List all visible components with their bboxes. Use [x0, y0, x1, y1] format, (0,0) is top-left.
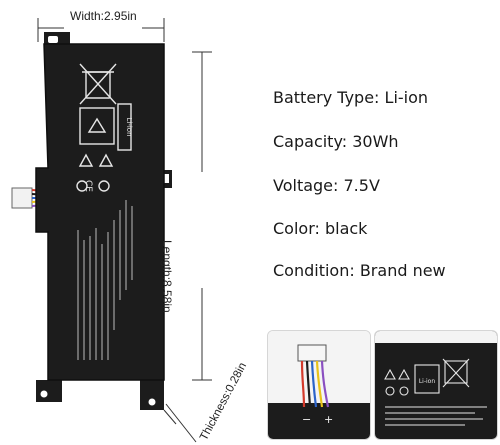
- polarity-plus: +: [324, 413, 333, 426]
- label-closeup-image: Li-ion: [375, 331, 497, 439]
- battery-markings: [76, 63, 133, 360]
- spec-capacity: Capacity: 30Wh: [273, 132, 399, 151]
- warning-triangle-icon: [78, 153, 94, 167]
- length-dimension-line: [192, 51, 212, 381]
- battery-body: [35, 32, 172, 410]
- spec-battery-type: Battery Type: Li-ion: [273, 88, 429, 107]
- width-label: Width:2.95in: [70, 9, 137, 23]
- width-dimension-line: [37, 18, 165, 42]
- thickness-pointer: [163, 403, 197, 443]
- li-ion-badge-thumb: Li-ion: [419, 378, 436, 385]
- connector-closeup-image: − +: [268, 331, 370, 439]
- li-ion-badge-box: [117, 103, 132, 151]
- weee-bin-icon: [79, 63, 117, 105]
- caution-triangle-icon: [98, 153, 114, 167]
- spec-condition: Condition: Brand new: [273, 261, 446, 280]
- label-fine-print: [77, 200, 133, 360]
- length-label: Length:8.58in: [160, 240, 174, 313]
- battery-illustration: Li-ion CE: [11, 18, 212, 443]
- li-ion-badge-text: Li-ion: [125, 117, 133, 136]
- info-circle-icon: [76, 180, 88, 192]
- spec-color: Color: black: [273, 219, 368, 238]
- spec-voltage: Voltage: 7.5V: [273, 176, 380, 195]
- ce-mark-text: CE: [83, 180, 93, 192]
- label-closeup-thumbnail: Li-ion: [374, 330, 498, 440]
- recycle-icon: [79, 107, 115, 145]
- connector-closeup-thumbnail: − +: [267, 330, 371, 440]
- no-fire-icon: [98, 180, 110, 192]
- polarity-minus: −: [302, 413, 311, 426]
